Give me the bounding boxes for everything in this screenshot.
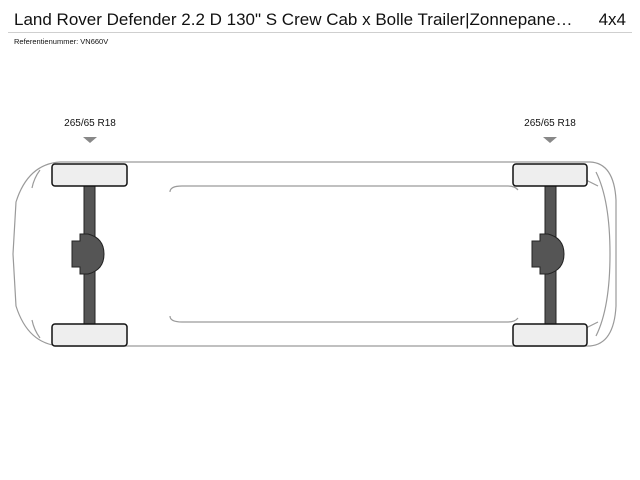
rear-right-wheel [512, 323, 588, 347]
front-axle [51, 163, 128, 347]
front-right-wheel [51, 323, 128, 347]
front-tire-size-label: 265/65 R18 [64, 118, 116, 129]
reference-number: Referentienummer: VN660V [14, 37, 109, 46]
front-axle-marker-icon [83, 137, 97, 143]
rear-left-wheel [512, 163, 588, 187]
rear-axle [512, 163, 588, 347]
front-differential [71, 233, 105, 275]
rear-axle-marker-icon [543, 137, 557, 143]
rear-differential [531, 233, 565, 275]
header-divider [8, 32, 632, 33]
rear-tire-size-label: 265/65 R18 [524, 118, 576, 129]
drive-type-label: 4x4 [598, 10, 626, 29]
front-left-wheel [51, 163, 128, 187]
